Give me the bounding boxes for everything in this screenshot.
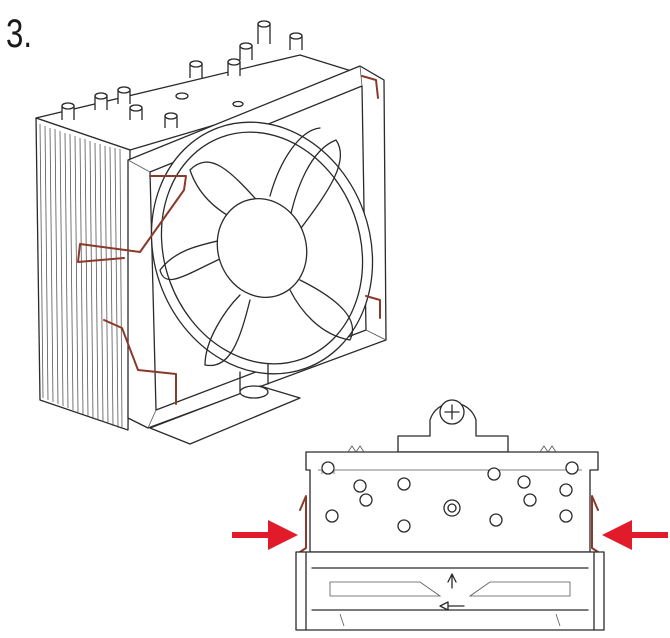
fan-clip-right-top xyxy=(361,75,379,99)
heatsink-side xyxy=(35,117,131,431)
heatsink-fins xyxy=(39,123,123,430)
fan-clip-top xyxy=(77,175,187,263)
cooler-top-view xyxy=(295,399,605,631)
mounting-base xyxy=(149,385,301,445)
red-arrow-right xyxy=(602,520,668,550)
clip-left xyxy=(299,495,307,553)
fan-rotor xyxy=(150,121,374,375)
fan-clip-bottom xyxy=(103,319,177,405)
heatpipe-tips xyxy=(61,20,303,128)
step-number: 3. xyxy=(6,12,33,56)
heatpipe-ends xyxy=(321,461,579,533)
cpu-cooler-perspective xyxy=(35,20,387,445)
fan-hub xyxy=(216,198,308,298)
fan-clip-right-bottom xyxy=(365,295,381,319)
red-arrow-left xyxy=(232,520,298,550)
clip-right xyxy=(591,495,599,553)
